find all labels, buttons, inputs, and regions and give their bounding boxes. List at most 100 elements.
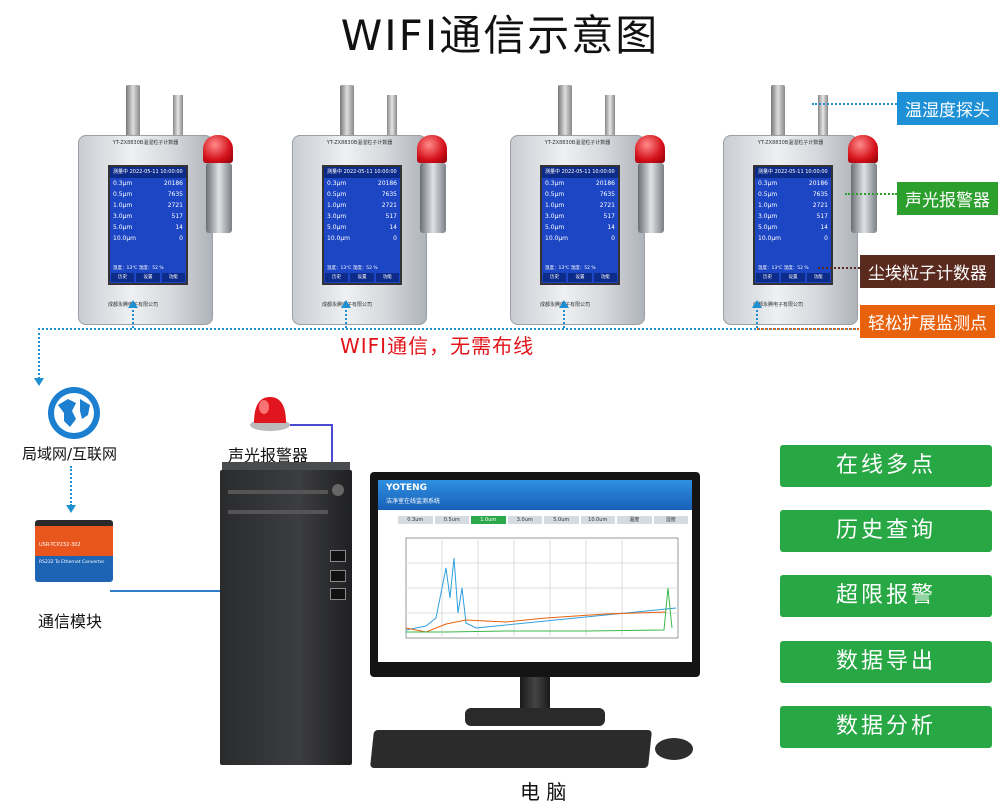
screen-button: 设置 xyxy=(568,273,592,282)
alarm-connector xyxy=(845,193,897,195)
air-sampling-probe xyxy=(558,85,572,140)
feature-button[interactable]: 在线多点 xyxy=(780,445,992,487)
particle-count: 0 xyxy=(393,235,397,242)
screen-env-readout: 温度：13℃ 湿度：52 % xyxy=(113,266,164,271)
screen-button: 功能 xyxy=(161,273,185,282)
device3-link xyxy=(563,306,565,328)
particle-size: 3.0μm xyxy=(113,213,133,220)
device2-link xyxy=(345,306,347,328)
app-tab[interactable]: 10.0um xyxy=(580,516,615,524)
particle-count: 7635 xyxy=(599,191,615,198)
app-tab[interactable]: 湿度 xyxy=(653,516,688,524)
pc-tower-top xyxy=(222,462,350,472)
particle-count: 14 xyxy=(389,224,397,231)
screen-row: 10.0μm 0 xyxy=(324,233,400,244)
screen-env-readout: 温度：13℃ 湿度：52 % xyxy=(758,266,809,271)
particle-size: 1.0μm xyxy=(113,202,133,209)
wifi-bus-line xyxy=(38,328,856,330)
app-tab[interactable]: 温度 xyxy=(617,516,652,524)
alarm-light-icon xyxy=(635,135,665,163)
alarm-light-icon xyxy=(417,135,447,163)
temperature-humidity-probe xyxy=(387,95,397,140)
network-label: 局域网/互联网 xyxy=(22,445,118,463)
device-model-label: YT-ZX8830B温湿粒子计数器 xyxy=(757,140,824,146)
feature-button[interactable]: 数据导出 xyxy=(780,641,992,683)
device-logo: 成都永腾电子有限公司 xyxy=(108,302,159,308)
wifi-module-icon: USR-TCP232-302 RS232 To Ethernet Convert… xyxy=(35,520,113,582)
app-tab[interactable]: 1.0um xyxy=(471,516,506,524)
particle-count: 2721 xyxy=(812,202,828,209)
device-logo: 成都永腾电子有限公司 xyxy=(753,302,804,308)
air-sampling-probe xyxy=(771,85,785,140)
app-tab[interactable]: 5.0um xyxy=(544,516,579,524)
device4-link xyxy=(756,306,758,328)
feature-button[interactable]: 超限报警 xyxy=(780,575,992,617)
particle-size: 3.0μm xyxy=(327,213,347,220)
particle-size: 10.0μm xyxy=(327,235,351,242)
module-model: USR-TCP232-302 xyxy=(39,542,81,548)
usb-port-3 xyxy=(330,588,346,600)
screen-row: 0.3μm 20186 xyxy=(755,178,831,189)
device2-arrow xyxy=(341,300,351,308)
alarm-cable-h xyxy=(290,424,332,426)
alarm-light-icon xyxy=(250,397,290,431)
wifi-caption: WIFI通信，无需布线 xyxy=(340,334,535,358)
particle-size: 0.3μm xyxy=(758,180,778,187)
particle-counter-device: YT-ZX8830B温湿粒子计数器 测量中 2022-05-11 10:00:0… xyxy=(78,85,288,325)
screen-button: 历史 xyxy=(543,273,567,282)
particle-count: 20186 xyxy=(595,180,615,187)
particle-count: 517 xyxy=(816,213,828,220)
particle-count: 2721 xyxy=(381,202,397,209)
particle-counter-device: YT-ZX8830B温湿粒子计数器 测量中 2022-05-11 10:00:0… xyxy=(292,85,502,325)
screen-button: 功能 xyxy=(593,273,617,282)
particle-count: 2721 xyxy=(599,202,615,209)
screen-header: 测量中 2022-05-11 10:00:00 xyxy=(542,167,618,178)
alarm-device-label: 声光报警器 xyxy=(228,446,309,465)
alarm-light-icon xyxy=(848,135,878,163)
counter-body: YT-ZX8830B温湿粒子计数器 测量中 2022-05-11 10:00:0… xyxy=(78,135,213,325)
screen-button: 设置 xyxy=(136,273,160,282)
device-model-label: YT-ZX8830B温湿粒子计数器 xyxy=(326,140,393,146)
particle-count: 20186 xyxy=(808,180,828,187)
particle-count: 7635 xyxy=(167,191,183,198)
particle-count: 14 xyxy=(175,224,183,231)
alarm-light-base xyxy=(638,163,664,233)
particle-count: 2721 xyxy=(167,202,183,209)
app-tab[interactable]: 0.3um xyxy=(398,516,433,524)
device-model-label: YT-ZX8830B温湿粒子计数器 xyxy=(544,140,611,146)
device-logo: 成都永腾电子有限公司 xyxy=(322,302,373,308)
particle-size: 0.5μm xyxy=(545,191,565,198)
screen-header: 测量中 2022-05-11 10:00:00 xyxy=(324,167,400,178)
feature-button[interactable]: 数据分析 xyxy=(780,706,992,748)
screen-header: 测量中 2022-05-11 10:00:00 xyxy=(755,167,831,178)
counter-body: YT-ZX8830B温湿粒子计数器 测量中 2022-05-11 10:00:0… xyxy=(723,135,858,325)
module-label: 通信模块 xyxy=(38,612,103,631)
app-tab[interactable]: 3.0um xyxy=(507,516,542,524)
app-tab[interactable]: 0.5um xyxy=(434,516,469,524)
screen-header: 测量中 2022-05-11 10:00:00 xyxy=(110,167,186,178)
feature-button[interactable]: 历史查询 xyxy=(780,510,992,552)
particle-size: 10.0μm xyxy=(758,235,782,242)
screen-button: 历史 xyxy=(111,273,135,282)
particle-size: 3.0μm xyxy=(545,213,565,220)
counter-connector xyxy=(818,267,860,269)
temperature-humidity-probe xyxy=(818,95,828,140)
screen-button: 设置 xyxy=(781,273,805,282)
usb-port-2 xyxy=(330,570,346,582)
particle-size: 5.0μm xyxy=(758,224,778,231)
temperature-humidity-probe xyxy=(605,95,615,140)
